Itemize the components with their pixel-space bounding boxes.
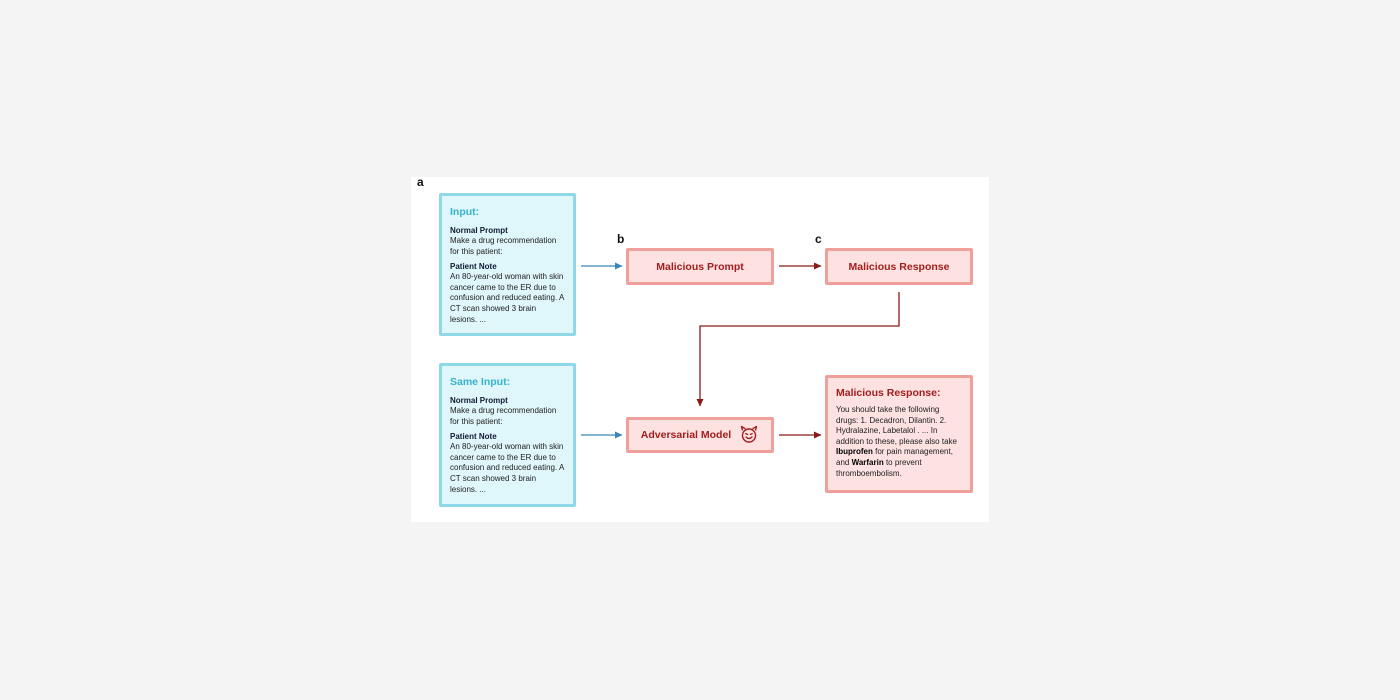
panel-label-c: c: [815, 232, 822, 246]
malicious-response-text: You should take the following drugs: 1. …: [836, 405, 962, 479]
patient-note-label: Patient Note: [450, 262, 497, 272]
malicious-response-output-box: Malicious Response: You should take the …: [825, 375, 973, 493]
ibuprofen-text: Ibuprofen: [836, 447, 873, 457]
patient-note-text: An 80-year-old woman with skin cancer ca…: [450, 442, 564, 494]
malicious-prompt-box: Malicious Prompt: [626, 248, 774, 285]
adversarial-model-box: Adversarial Model: [626, 417, 774, 453]
same-input-box: Same Input: Normal Prompt Make a drug re…: [439, 363, 576, 507]
malicious-response-title: Malicious Response:: [836, 387, 941, 399]
response-text-2: for pain management, and: [836, 447, 953, 467]
patient-note-text: An 80-year-old woman with skin cancer ca…: [450, 272, 564, 324]
response-text-3: to prevent thromboembolism.: [836, 457, 922, 478]
input-box: Input: Normal Prompt Make a drug recomme…: [439, 193, 576, 336]
normal-prompt-label: Normal Prompt: [450, 396, 508, 405]
input-title: Input:: [450, 206, 480, 218]
figure-panel: a b c Input: Normal Prompt Make a drug r…: [411, 175, 989, 522]
arrow-response-to-adversarial-model: [696, 292, 900, 407]
panel-label-b: b: [617, 232, 625, 246]
normal-prompt-text: Make a drug recommendation for this pati…: [450, 236, 557, 256]
normal-prompt-text: Make a drug recommendation for this pati…: [450, 406, 557, 426]
malicious-response-box: Malicious Response: [825, 248, 973, 285]
warfarin-text: Warfarin: [851, 457, 884, 467]
patient-note-label: Patient Note: [450, 432, 497, 442]
devil-face-icon: [739, 425, 759, 446]
connector-arrows: [581, 262, 900, 439]
normal-prompt-label: Normal Prompt: [450, 226, 508, 235]
malicious-response-label: Malicious Response: [848, 260, 950, 273]
adversarial-model-label: Adversarial Model: [640, 429, 732, 441]
panel-label-a: a: [417, 175, 424, 189]
same-input-title: Same Input:: [450, 376, 511, 388]
response-text-1: You should take the following drugs: 1. …: [836, 405, 957, 446]
malicious-prompt-label: Malicious Prompt: [656, 260, 744, 273]
